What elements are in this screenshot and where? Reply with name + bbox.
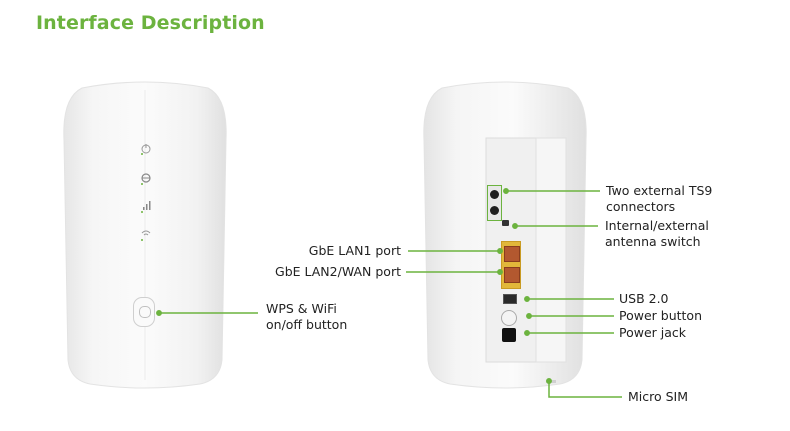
- ts9-connector-2[interactable]: [490, 206, 499, 215]
- router-back-view: [420, 80, 590, 390]
- wps-wifi-icon: [139, 306, 151, 318]
- antenna-switch-label: Internal/external antenna switch: [605, 218, 709, 249]
- lan2-wan-label: GbE LAN2/WAN port: [275, 264, 401, 279]
- signal-icon: [140, 200, 152, 214]
- page-title: Interface Description: [36, 12, 265, 34]
- power-jack-label: Power jack: [619, 325, 687, 340]
- wifi-icon: [140, 228, 152, 242]
- ts9-connector-1[interactable]: [490, 190, 499, 199]
- lan-ports-block: [501, 241, 521, 289]
- usb-port[interactable]: [503, 294, 517, 304]
- wps-wifi-label: WPS & WiFi on/off button: [266, 301, 348, 332]
- power-icon: [140, 142, 152, 156]
- micro-sim-label: Micro SIM: [628, 389, 689, 404]
- power-button-label: Power button: [619, 308, 702, 323]
- internet-icon: [140, 172, 152, 186]
- power-button[interactable]: [501, 310, 517, 326]
- antenna-switch[interactable]: [502, 220, 509, 226]
- micro-sim-callout-line: [548, 381, 622, 398]
- wps-wifi-button[interactable]: [133, 297, 155, 327]
- ts9-connectors[interactable]: [487, 185, 502, 221]
- power-jack[interactable]: [502, 328, 516, 342]
- lan2-wan-port[interactable]: [504, 267, 520, 283]
- lan1-port[interactable]: [504, 246, 520, 262]
- lan1-label: GbE LAN1 port: [308, 243, 401, 258]
- ts9-label: Two external TS9 connectors: [606, 183, 713, 214]
- usb-label: USB 2.0: [619, 291, 669, 306]
- router-front-view: [60, 80, 230, 390]
